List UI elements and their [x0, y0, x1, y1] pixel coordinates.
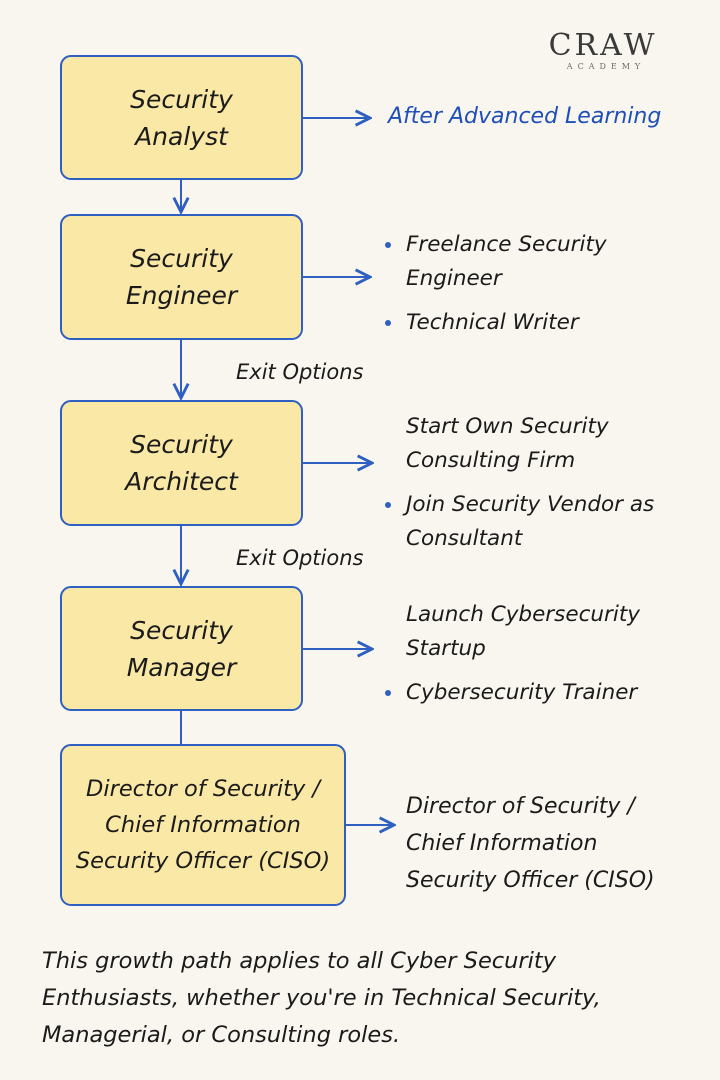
- engineer-exit-options: Freelance Security Engineer Technical Wr…: [380, 228, 660, 350]
- manager-exit-options: Launch Cybersecurity Startup Cybersecuri…: [380, 598, 680, 720]
- role-box-director-ciso: Director of Security / Chief Information…: [60, 744, 346, 906]
- exit-option-item: Cybersecurity Trainer: [380, 676, 680, 710]
- role-title: Security Analyst: [130, 84, 233, 151]
- exit-option-item: Technical Writer: [380, 306, 660, 340]
- exit-option-item: Start Own Security Consulting Firm: [406, 414, 609, 473]
- exit-options-label: Exit Options: [236, 360, 364, 384]
- craw-academy-logo: CRAW ACADEMY: [538, 28, 668, 72]
- role-box-security-engineer: Security Engineer: [60, 214, 303, 340]
- logo-name: CRAW: [548, 28, 658, 63]
- exit-option-item: Launch Cybersecurity Startup: [406, 602, 640, 661]
- role-title: Security Manager: [126, 615, 237, 682]
- after-advanced-learning-note: After Advanced Learning: [388, 104, 662, 129]
- footer-note: This growth path applies to all Cyber Se…: [42, 948, 601, 1048]
- role-box-security-architect: Security Architect: [60, 400, 303, 526]
- exit-option-item: Freelance Security Engineer: [380, 228, 660, 296]
- logo-subtitle: ACADEMY: [566, 62, 646, 71]
- exit-option-item: Join Security Vendor as Consultant: [380, 488, 680, 556]
- role-title: Security Architect: [125, 430, 238, 496]
- director-side-note: Director of Security / Chief Information…: [406, 794, 655, 893]
- role-box-security-manager: Security Manager: [60, 586, 303, 711]
- architect-exit-options: Start Own Security Consulting Firm Join …: [380, 410, 680, 566]
- role-box-security-analyst: Security Analyst: [60, 55, 303, 180]
- role-title: Director of Security / Chief Information…: [75, 776, 331, 874]
- exit-options-label: Exit Options: [236, 546, 364, 570]
- role-title: Security Engineer: [125, 244, 238, 310]
